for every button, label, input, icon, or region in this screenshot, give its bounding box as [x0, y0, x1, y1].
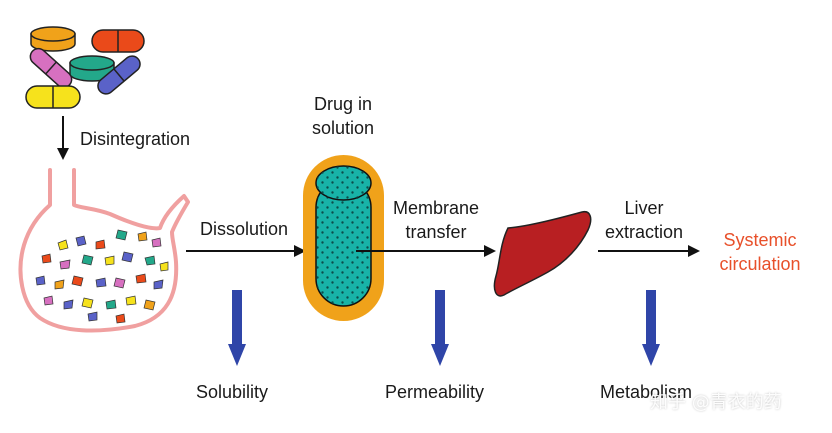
- liver-icon: [493, 211, 592, 297]
- dissolution-arrow: [186, 245, 306, 257]
- metabolism-arrow: [642, 290, 660, 366]
- drug-in-solution-line1: Drug in: [313, 94, 373, 114]
- permeability-label: Permeability: [385, 382, 485, 402]
- drug-in-solution-label: Drug in solution: [300, 92, 386, 140]
- stomach-icon: [18, 168, 190, 333]
- solubility-arrow: [228, 290, 246, 366]
- solubility-label: Solubility: [196, 382, 269, 402]
- membrane-transfer-arrow: [356, 245, 496, 257]
- disintegration-label: Disintegration: [80, 129, 191, 149]
- metabolism-label: Metabolism: [600, 382, 693, 402]
- disintegration-arrow: [57, 116, 69, 160]
- intestine-icon: [303, 155, 384, 321]
- systemic-circulation-label: Systemic circulation: [708, 228, 812, 276]
- systemic-circulation-line1: Systemic: [723, 230, 797, 250]
- membrane-transfer-line1: Membrane: [392, 198, 480, 218]
- dissolution-label: Dissolution: [200, 219, 289, 239]
- systemic-circulation-line2: circulation: [719, 254, 801, 274]
- liver-extraction-line1: Liver: [624, 198, 664, 218]
- liver-extraction-arrow: [598, 245, 700, 257]
- liver-extraction-line2: extraction: [604, 222, 684, 242]
- membrane-transfer-label: Membrane transfer: [384, 196, 488, 244]
- drug-in-solution-line2: solution: [311, 118, 375, 138]
- pills-icon: [25, 26, 145, 109]
- liver-extraction-label: Liver extraction: [592, 196, 696, 244]
- membrane-transfer-line2: transfer: [405, 222, 467, 242]
- watermark: 知乎 @青衣的药: [650, 392, 782, 413]
- permeability-arrow: [431, 290, 449, 366]
